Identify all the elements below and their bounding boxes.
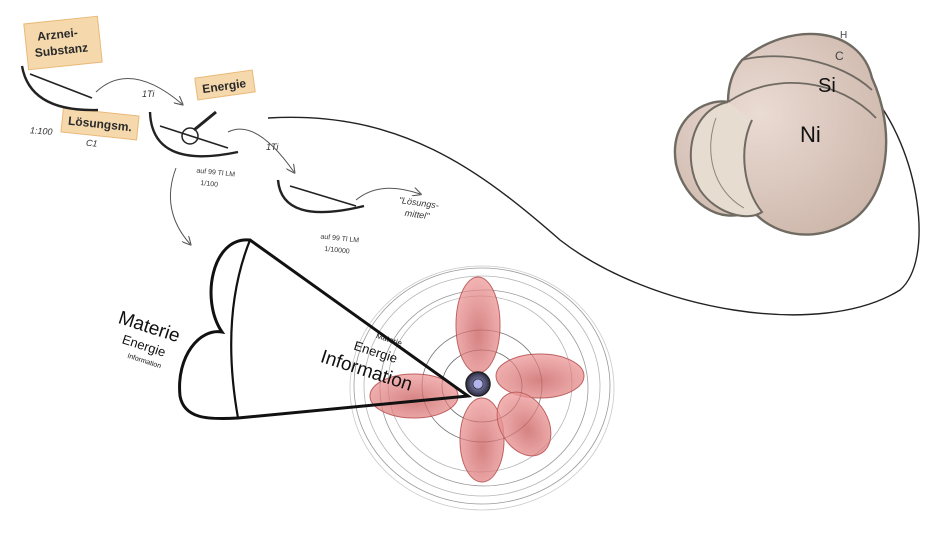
energie-label: Energie bbox=[201, 76, 247, 96]
shell-label-h: H bbox=[840, 30, 847, 41]
step1-line1: auf 99 Tl LM bbox=[196, 168, 235, 179]
ti-label-1: 1Ti bbox=[142, 89, 155, 99]
arrow-loesungsmittel bbox=[355, 188, 420, 201]
arrow-ti-2 bbox=[227, 128, 294, 172]
arznei-label-line2: Substanz bbox=[34, 40, 89, 59]
orbital-illustration bbox=[349, 265, 615, 511]
loesungsmittel-quote-line1: "Lösungs- bbox=[398, 195, 439, 211]
arznei-label-line1: Arznei- bbox=[36, 25, 78, 43]
orbital-petals bbox=[369, 276, 585, 483]
dilution-sketch: Arznei- Substanz Lösungsm. C1 1:100 Ener… bbox=[20, 15, 439, 256]
connector-curve bbox=[267, 91, 920, 316]
loesungsmittel-tag bbox=[60, 107, 140, 141]
ratio-100-label: 1:100 bbox=[30, 125, 53, 137]
vessel-1 bbox=[20, 65, 99, 112]
vessel-2-liquid bbox=[159, 125, 229, 149]
energie-tag bbox=[194, 69, 256, 101]
step2-line2: 1/10000 bbox=[324, 246, 350, 256]
cone-loop-outline bbox=[178, 238, 473, 421]
stirrer-rod bbox=[193, 110, 217, 132]
triad-left: Materie Energie Information bbox=[116, 308, 183, 371]
shell-aperture-lip bbox=[710, 117, 745, 209]
loesungsmittel-quote-line2: mittel" bbox=[404, 208, 431, 221]
orbital-core-inner bbox=[472, 378, 484, 390]
loesungsmittel-label: Lösungsm. bbox=[67, 114, 132, 135]
ti-label-2: 1Ti bbox=[266, 142, 279, 152]
stirrer-icon bbox=[181, 127, 199, 145]
shell-label-si: Si bbox=[818, 75, 836, 97]
vessel-3 bbox=[276, 179, 365, 214]
shell-label-ni: Ni bbox=[800, 122, 821, 147]
vessel-3-liquid bbox=[289, 185, 357, 207]
cone-loop bbox=[178, 238, 473, 421]
shell-label-c: C bbox=[835, 49, 844, 63]
shell-illustration: H C Si Ni bbox=[673, 30, 888, 236]
step2-line1: auf 99 Tl LM bbox=[320, 233, 359, 244]
step1-line2: 1/100 bbox=[200, 180, 218, 189]
cone-inner-line bbox=[230, 239, 252, 419]
shell-aperture bbox=[689, 101, 764, 218]
arrow-down-to-loop bbox=[170, 167, 190, 244]
vessel-1-liquid bbox=[29, 73, 93, 99]
shell-whorl-2 bbox=[727, 81, 877, 119]
shell-whorl-1 bbox=[741, 55, 873, 91]
arrow-ti-1 bbox=[95, 78, 182, 104]
arznei-substanz-tag bbox=[23, 15, 103, 71]
c1-label: C1 bbox=[85, 138, 97, 149]
vessel-2 bbox=[148, 111, 239, 158]
